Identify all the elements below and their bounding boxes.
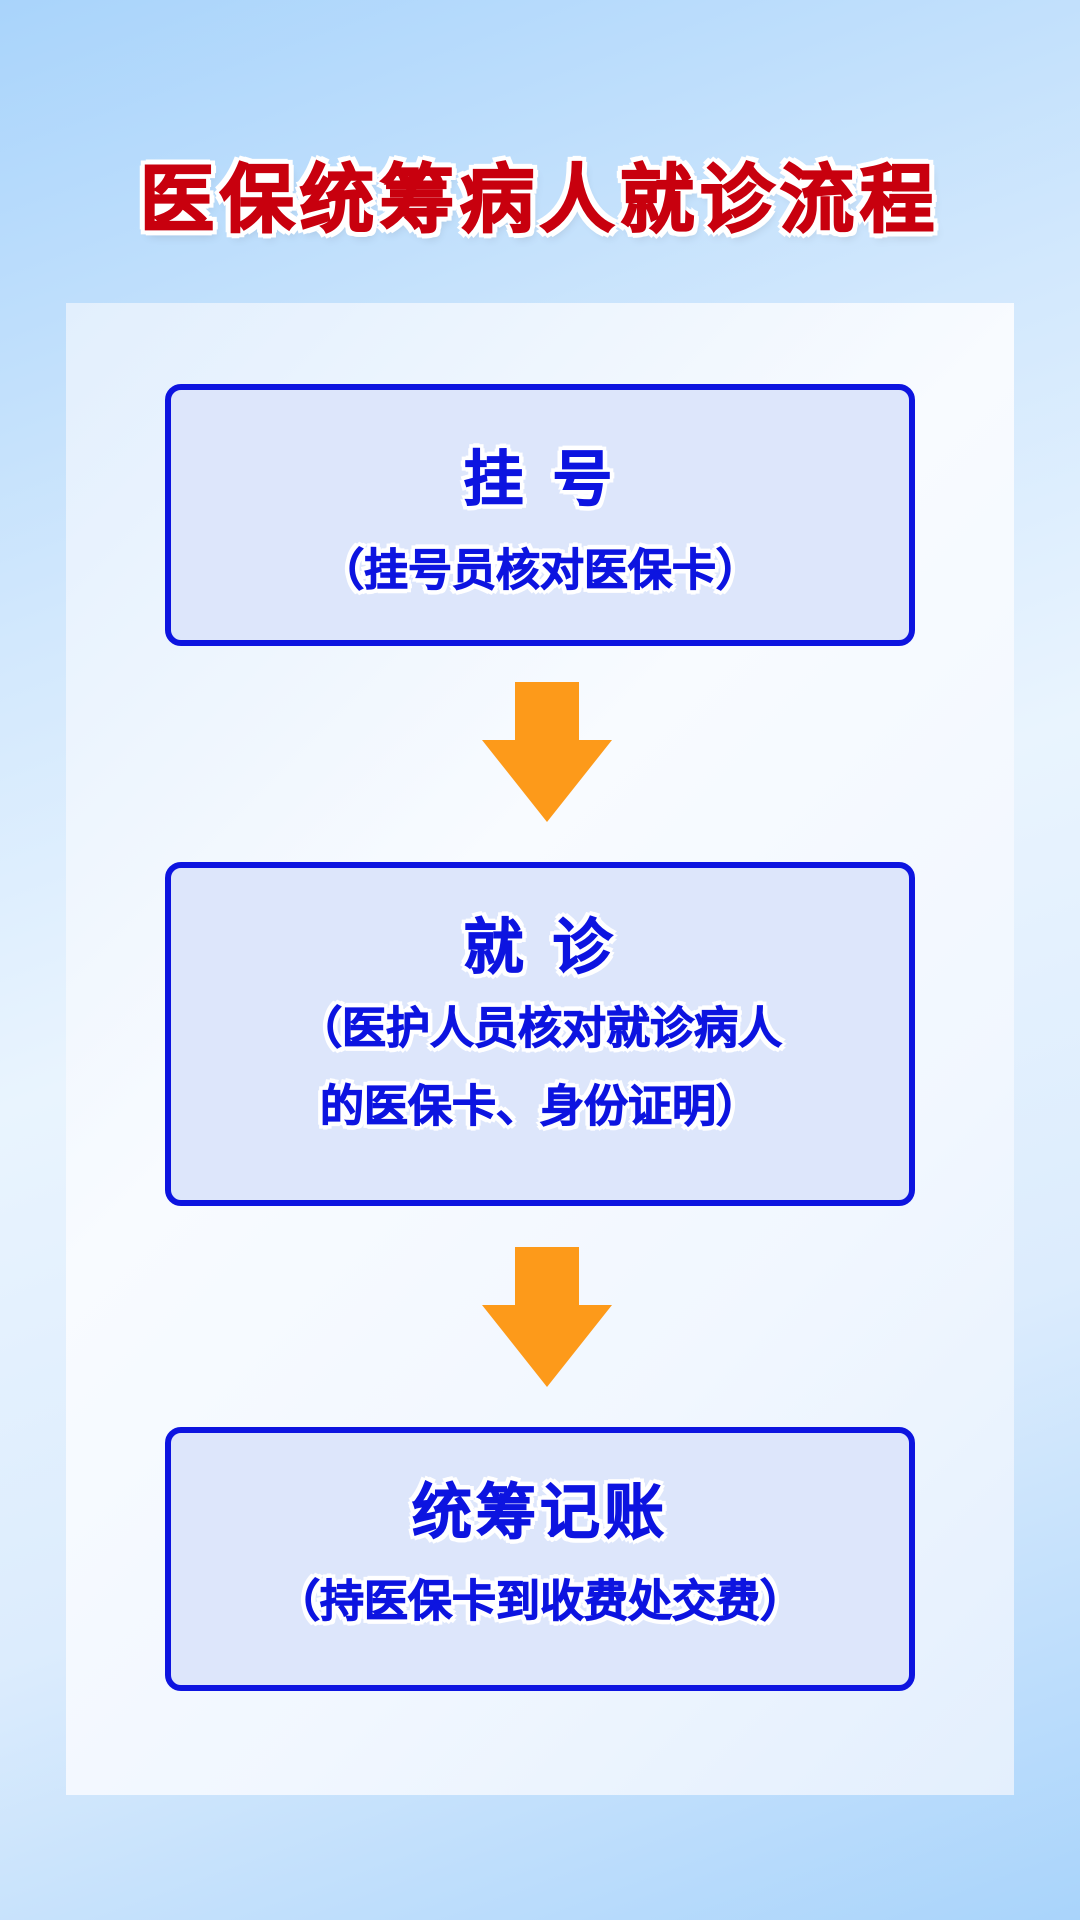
arrow-down-icon xyxy=(482,682,612,822)
arrow-down-icon xyxy=(482,1247,612,1387)
step-detail: （挂号员核对医保卡） xyxy=(320,545,761,597)
step-pooled-billing: 统筹记账 （持医保卡到收费处交费） xyxy=(165,1427,915,1691)
step-detail: （医护人员核对就诊病人 xyxy=(298,1003,783,1055)
step-consultation: 就 诊 （医护人员核对就诊病人 的医保卡、身份证明） xyxy=(165,862,915,1206)
step-title: 统筹记账 xyxy=(412,1478,668,1549)
step-title: 挂 号 xyxy=(463,445,617,516)
step-detail: （持医保卡到收费处交费） xyxy=(276,1576,805,1628)
page-title: 医保统筹病人就诊流程 xyxy=(139,156,940,244)
step-registration: 挂 号 （挂号员核对医保卡） xyxy=(165,384,915,646)
step-title: 就 诊 xyxy=(463,913,617,984)
step-detail: 的医保卡、身份证明） xyxy=(320,1081,761,1133)
